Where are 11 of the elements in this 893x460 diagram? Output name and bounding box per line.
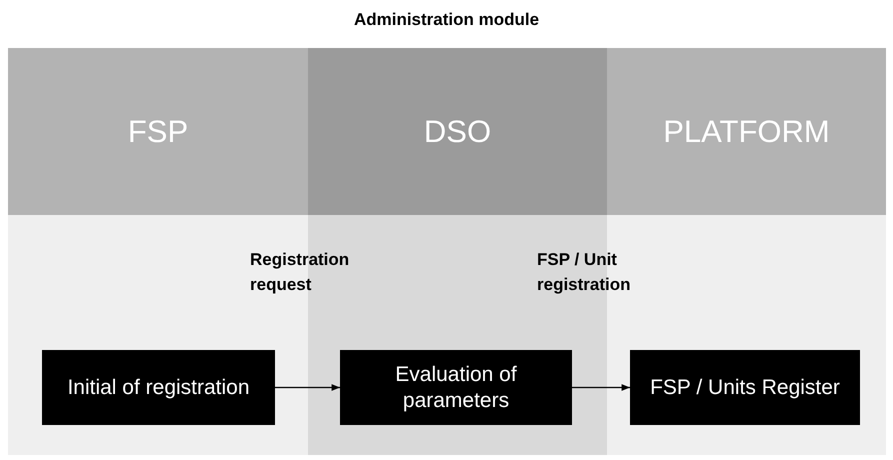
title: Administration module — [352, 10, 540, 30]
process-box: Evaluation of parameters — [340, 350, 572, 425]
column-header: DSO — [308, 48, 607, 215]
arrow — [275, 384, 340, 391]
process-box: Initial of registration — [42, 350, 275, 425]
flow-label: FSP / Unit registration — [537, 249, 632, 296]
arrow — [572, 384, 630, 391]
column-header: FSP — [8, 48, 308, 215]
process-box: FSP / Units Register — [630, 350, 860, 425]
flow-label: Registration request — [250, 249, 350, 296]
column-header: PLATFORM — [607, 48, 886, 215]
